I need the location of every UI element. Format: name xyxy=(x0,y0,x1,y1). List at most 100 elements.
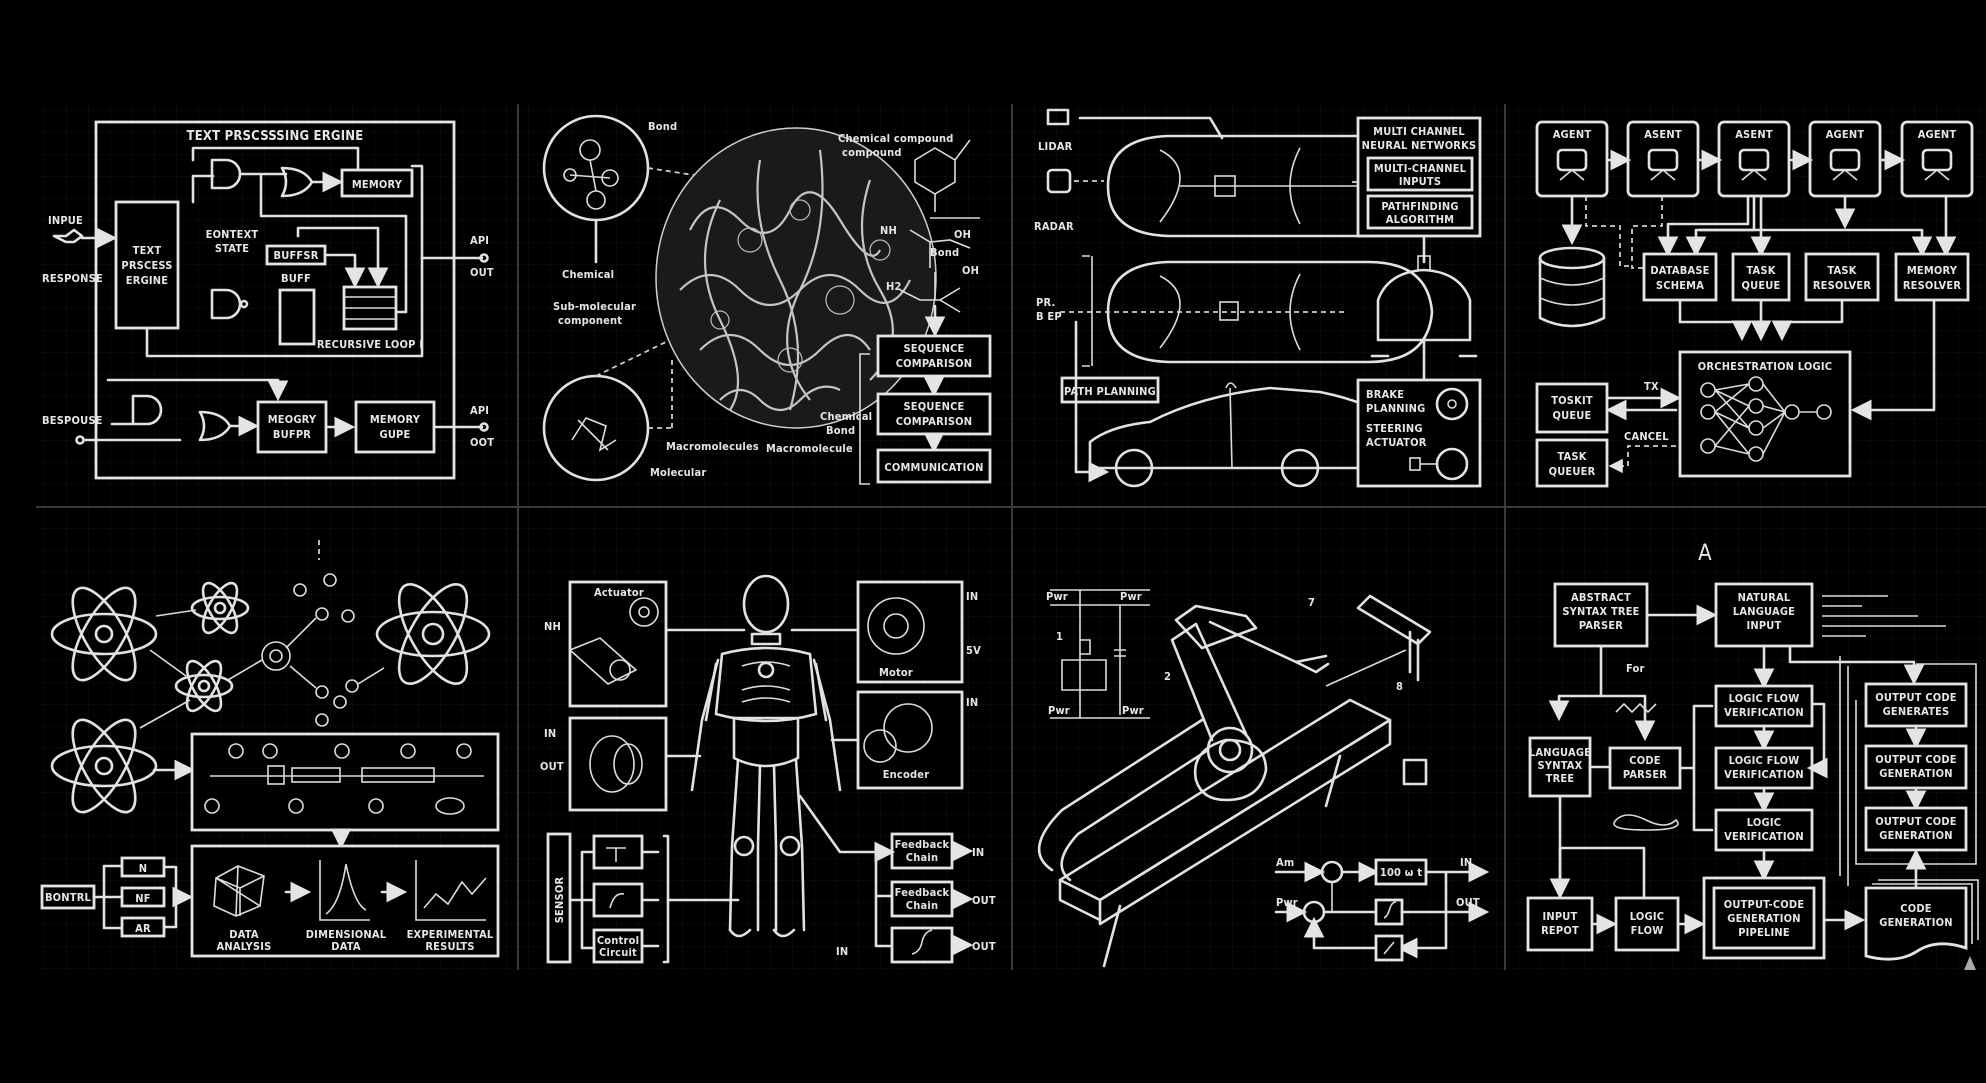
logic-flow-2-label-1: LOGIC FLOW xyxy=(1729,754,1800,767)
network-title-2: NEURAL NETWORKS xyxy=(1362,139,1477,152)
code-generation-doc xyxy=(1864,886,1968,961)
feedback-chain-2-label-1: Feedback xyxy=(895,886,950,899)
pipeline-label-3: PIPELINE xyxy=(1738,926,1790,939)
am-label: Am xyxy=(1276,856,1294,869)
oh-label-1: OH xyxy=(954,228,971,241)
network-algo-2: ALGORITHM xyxy=(1386,213,1454,226)
actuator-label: Actuator xyxy=(594,586,644,599)
cube-lattice-icon xyxy=(213,865,265,917)
cancel-label: CANCEL xyxy=(1624,430,1669,443)
sequence-box-2-line1: SEQUENCE xyxy=(903,400,964,413)
in-control-label: IN xyxy=(1460,856,1472,869)
corner-marker-icon xyxy=(1964,956,1976,970)
code-gen-label-1: CODE xyxy=(1900,902,1931,915)
task-resolver-label-1: TASK xyxy=(1827,264,1856,277)
memory-gate-label: MEMORY xyxy=(370,413,421,426)
macromolecule-label: Macromolecule xyxy=(766,442,853,455)
chemical-compound-label: Chemical compound xyxy=(838,132,954,145)
out-gen-1-label-2: GENERATES xyxy=(1883,705,1950,718)
network-algo-1: PATHFINDING xyxy=(1381,200,1458,213)
recursive-loop-label: RECURSIVE LOOP I xyxy=(317,338,423,351)
agent-label-2: ASENT xyxy=(1644,128,1682,141)
callout-7: 7 xyxy=(1308,596,1315,609)
mini-box-ar: AR xyxy=(135,922,151,935)
out-gen-1-label-1: OUTPUT CODE xyxy=(1875,691,1957,704)
macromolecules-label: Macromolecules xyxy=(666,440,759,453)
out-label-right-2: OUT xyxy=(972,940,996,953)
control-box-label: BONTRL xyxy=(45,891,92,904)
nl-input-label-3: INPUT xyxy=(1747,619,1782,632)
protein-structure-icon xyxy=(655,127,937,429)
pipeline-label-2: GENERATION xyxy=(1727,912,1800,925)
sequence-box-2-line2: COMPARISON xyxy=(896,415,973,428)
experimental-label-2: RESULTS xyxy=(425,940,474,953)
database-schema-box xyxy=(1642,252,1718,302)
logic-flow-1-label-1: LOGIC FLOW xyxy=(1729,692,1800,705)
pwr-control-label: Pwr xyxy=(1276,896,1298,909)
panel-autonomous-vehicle: LIDAR RADAR PR. B EP PATH PLANNING MULTI… xyxy=(1034,108,1482,488)
feedback-chain-label-2: Chain xyxy=(906,851,938,864)
callout-8: 8 xyxy=(1396,680,1403,693)
nand-gate-icon xyxy=(210,288,242,320)
nh-label: NH xyxy=(880,224,897,237)
nl-input-label-2: LANGUAGE xyxy=(1733,605,1795,618)
panel-dividers xyxy=(36,104,1986,970)
sensor-label-1: PR. xyxy=(1036,296,1055,309)
feedback-chain-2-label-2: Chain xyxy=(906,899,938,912)
5v-label: 5V xyxy=(966,644,981,657)
motor-box xyxy=(856,580,964,684)
data-analysis-label-1: DATA xyxy=(229,928,259,941)
sensor-label-2: B EP xyxy=(1036,310,1062,323)
atom-icon-2 xyxy=(190,581,250,635)
pwr-label-2: Pwr xyxy=(1120,590,1142,603)
code-parser-label-2: PARSER xyxy=(1623,768,1667,781)
task-queuer-label-2: QUEUER xyxy=(1549,465,1596,478)
mini-box-nf: NF xyxy=(135,892,150,905)
agent-label-5: AGENT xyxy=(1918,128,1957,141)
database-icon xyxy=(1538,246,1606,328)
agent-card-2: ASENT xyxy=(1626,120,1700,198)
sequence-box-1-line1: SEQUENCE xyxy=(903,342,964,355)
logic-flow-2-label-2: VERIFICATION xyxy=(1724,768,1804,781)
memory-label: MEMORY xyxy=(352,178,403,191)
api-out-bottom-label-2: OOT xyxy=(470,436,494,449)
control-circuit-label-1: Control xyxy=(597,934,639,947)
panel-code-pipeline: A ABSTRACT SYNTAX TREE PARSER NATURAL LA… xyxy=(1526,541,1979,970)
in-label-right-1: IN xyxy=(972,846,984,859)
actuator-wheel-icon xyxy=(1435,447,1469,481)
network-inputs-1: MULTI-CHANNEL xyxy=(1374,162,1467,175)
agent-card-1: AGENT xyxy=(1535,120,1609,198)
molecular-label: Molecular xyxy=(650,466,706,479)
chemical-bond-label-2: Bond xyxy=(826,424,855,437)
line-chart-icon xyxy=(415,860,487,921)
encoder-box xyxy=(856,690,964,790)
in-label-motor: IN xyxy=(966,590,978,603)
h2-label: H2 xyxy=(886,280,902,293)
task-queuer-label-1: TASK xyxy=(1557,450,1586,463)
camera-sensor-icon xyxy=(1046,168,1072,194)
or-gate-icon xyxy=(280,166,314,198)
atom-icon-1 xyxy=(50,586,158,682)
lang-tree-label-2: SYNTAX xyxy=(1538,759,1583,772)
task-queue-label-2: QUEUE xyxy=(1741,279,1780,292)
database-schema-label-2: SCHEMA xyxy=(1656,279,1704,292)
in-label-bottom: IN xyxy=(836,945,848,958)
power-circuit-icon xyxy=(1050,589,1150,719)
api-out-top-label-2: OUT xyxy=(470,266,494,279)
buff-label: BUFF xyxy=(281,272,311,285)
agent-card-5: AGENT xyxy=(1900,120,1974,198)
panel-text-processing-engine: TEXT PRSCSSSING ERGINE INPUE RESPONSE TE… xyxy=(42,120,494,480)
path-planning-label: PATH PLANNING xyxy=(1064,385,1156,398)
input-arrow-icon xyxy=(52,228,84,244)
memory-buffer-label-2: BUFPR xyxy=(273,428,311,441)
data-analysis-label-2: ANALYSIS xyxy=(217,940,272,953)
task-queue-label-1: TASK xyxy=(1746,264,1775,277)
out-gen-3-label-2: GENERATION xyxy=(1879,829,1952,842)
and-gate-icon xyxy=(210,158,242,190)
state-label: STATE xyxy=(215,242,249,255)
bond-label-2: Bond xyxy=(930,246,959,259)
task-resolver-box xyxy=(1804,252,1880,302)
chemical-label: Chemical xyxy=(562,268,614,281)
mini-box-n: N xyxy=(139,862,147,875)
gain-label: 100 ω t xyxy=(1380,866,1422,879)
